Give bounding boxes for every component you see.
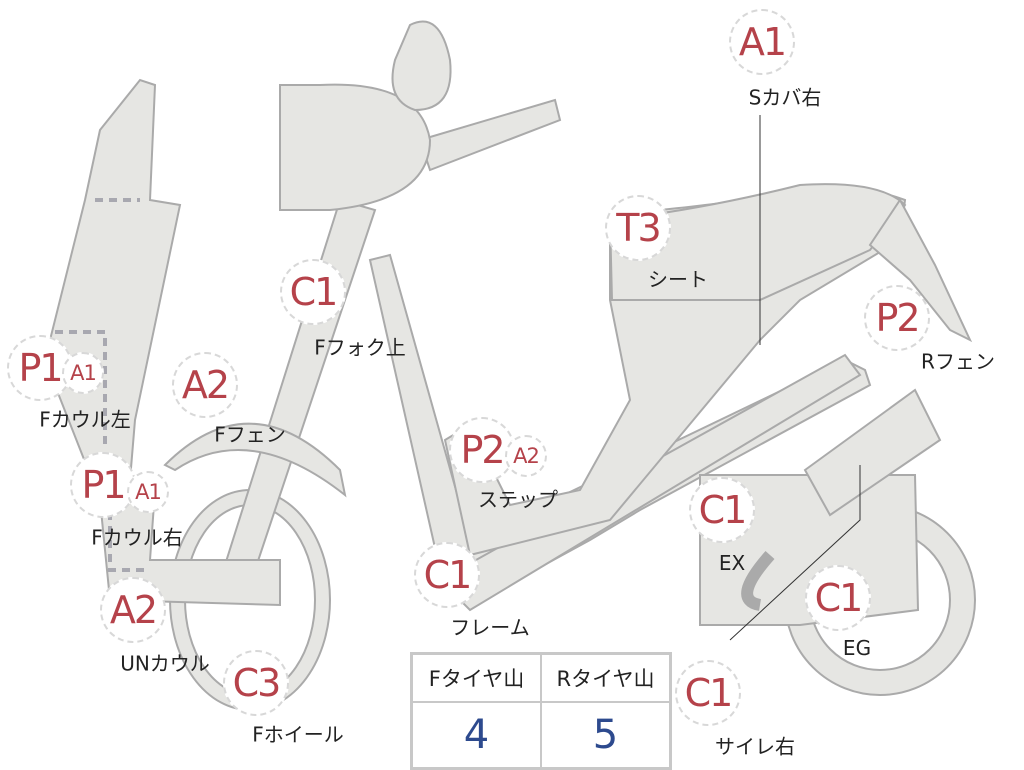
part-label: ステップ (478, 487, 558, 512)
part-label: Fカウル右 (91, 525, 183, 550)
grade-badge: A2 (172, 352, 238, 418)
grade-badge: C1 (689, 477, 755, 543)
front-tire-header: Fタイヤ山 (410, 652, 542, 703)
grade-badge: P2 (864, 285, 930, 351)
part-label: Fフェン (214, 422, 286, 447)
grade-badge: P1 (70, 452, 136, 518)
grade-badge: P2 (449, 417, 515, 483)
grade-badge: C3 (223, 650, 289, 716)
grade-badge: C1 (414, 542, 480, 608)
rear-fender (868, 198, 973, 343)
part-label: シート (648, 267, 708, 292)
tire-tread-table: Fタイヤ山 Rタイヤ山 4 5 (410, 652, 672, 770)
part-label: EX (718, 551, 746, 575)
headlight (279, 83, 432, 211)
front-tire-value: 4 (410, 701, 542, 770)
grade-badge: C1 (805, 565, 871, 631)
part-label: Fフォク上 (314, 335, 406, 360)
grade-badge: A2 (100, 577, 166, 643)
grade-badge: C1 (675, 660, 741, 726)
grade-badge: A1 (729, 9, 795, 75)
part-label: フレーム (450, 615, 530, 640)
part-label: Fカウル左 (39, 407, 131, 432)
front-fender (163, 422, 347, 498)
part-label: UNカウル (120, 651, 210, 676)
grade-badge: T3 (605, 195, 671, 261)
part-label: サイレ右 (715, 734, 795, 759)
part-label: Fホイール (252, 722, 344, 747)
part-label: Sカバ右 (748, 85, 822, 110)
grade-badge-small: A2 (505, 435, 547, 477)
rear-tire-value: 5 (540, 701, 672, 770)
grade-badge: C1 (280, 259, 346, 325)
exhaust-body (803, 388, 942, 517)
grade-badge-small: A1 (62, 352, 104, 394)
handlebar (418, 98, 562, 172)
mirror (391, 20, 452, 112)
part-label: EG (842, 636, 872, 660)
part-label: Rフェン (921, 349, 995, 374)
grade-badge-small: A1 (127, 471, 169, 513)
rear-tire-header: Rタイヤ山 (540, 652, 672, 703)
